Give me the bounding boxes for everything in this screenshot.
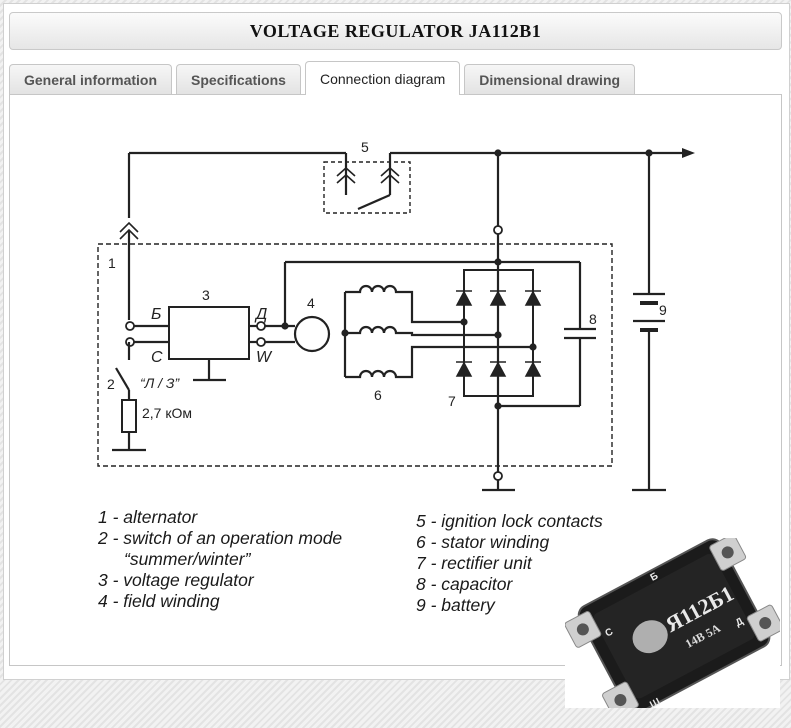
legend-left: 1 - alternator 2 - switch of an operatio… (98, 507, 342, 612)
legend-item: 9 - battery (416, 595, 495, 615)
terminal-c-label: С (151, 349, 163, 366)
legend-item: 3 - voltage regulator (98, 570, 254, 590)
terminal-d-label: Д (254, 306, 267, 323)
alternator-box (97, 243, 613, 467)
label-6: 6 (374, 387, 382, 403)
legend-item: 5 - ignition lock contacts (416, 511, 603, 531)
tab-panel-connection-diagram: 5 1 3 4 2 6 7 8 9 2,7 кОм “Л / З” Б С Д … (9, 94, 782, 666)
terminal-w-label: W (256, 349, 273, 366)
tab-dimensional-drawing[interactable]: Dimensional drawing (464, 64, 636, 95)
label-1: 1 (108, 255, 116, 271)
label-4: 4 (307, 295, 315, 311)
photo-pin-sh: Ш (648, 696, 662, 708)
page-title: VOLTAGE REGULATOR JA112B1 (249, 20, 542, 41)
connection-diagram: 5 1 3 4 2 6 7 8 9 2,7 кОм “Л / З” Б С Д … (97, 139, 695, 492)
switch-label: “Л / З” (140, 375, 181, 391)
legend-right: 5 - ignition lock contacts 6 - stator wi… (416, 511, 603, 616)
label-7: 7 (448, 393, 456, 409)
tab-connection-diagram[interactable]: Connection diagram (304, 61, 461, 95)
label-3: 3 (202, 287, 210, 303)
legend-item: “summer/winter” (124, 549, 251, 569)
legend-item: 1 - alternator (98, 507, 198, 527)
output-arrow-icon (682, 148, 695, 158)
photo-pin-b: Б (649, 571, 661, 584)
photo-pin-d: Д (734, 616, 745, 629)
terminal-b-label: Б (151, 306, 161, 323)
legend-item: 8 - capacitor (416, 574, 513, 594)
legend-item: 4 - field winding (98, 591, 220, 611)
legend-item: 7 - rectifier unit (416, 553, 532, 573)
label-2: 2 (107, 376, 115, 392)
legend-item: 6 - stator winding (416, 532, 550, 552)
label-5: 5 (361, 139, 369, 155)
tab-general-information[interactable]: General information (9, 64, 173, 95)
main-panel: VOLTAGE REGULATOR JA112B1 General inform… (3, 3, 790, 680)
label-8: 8 (589, 311, 597, 327)
photo-pin-c: С (603, 626, 615, 639)
ignition-lock-box (323, 161, 411, 214)
legend-item: 2 - switch of an operation mode (98, 528, 343, 548)
regulator-photo: Я112Б1 14В 5А Б С Д Ш (565, 538, 780, 708)
label-9: 9 (659, 302, 667, 318)
tab-specifications[interactable]: Specifications (176, 64, 301, 95)
resistor-label: 2,7 кОм (142, 405, 192, 421)
title-bar: VOLTAGE REGULATOR JA112B1 (9, 12, 782, 50)
tab-bar: General information Specifications Conne… (9, 61, 639, 95)
